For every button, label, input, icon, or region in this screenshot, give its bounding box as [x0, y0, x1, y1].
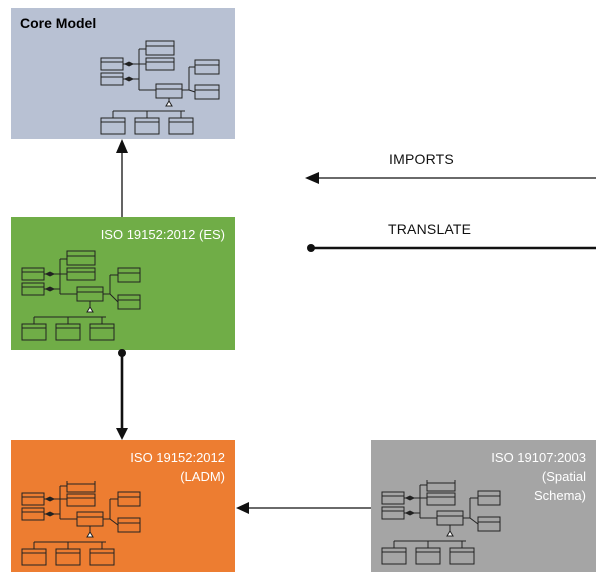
uml-class-diagram-icon	[21, 481, 141, 566]
uml-class-diagram-icon	[100, 40, 220, 135]
spatial-title: ISO 19107:2003 (Spatial Schema)	[491, 450, 586, 503]
legend-translate-label: TRANSLATE	[388, 221, 472, 237]
spatial-to-ladm-imports-arrow	[236, 502, 371, 514]
es-to-ladm-translate-arrow	[116, 349, 128, 440]
core-model-box: Core Model	[11, 8, 235, 139]
es-to-core-imports-arrow	[116, 139, 128, 217]
legend-translate-arrow	[307, 244, 596, 252]
ladm-title: ISO 19152:2012 (LADM)	[130, 450, 225, 484]
uml-class-diagram-icon	[21, 250, 141, 341]
iso-19152-es-box: ISO 19152:2012 (ES)	[11, 217, 235, 350]
iso-19107-spatial-schema-box: ISO 19107:2003 (Spatial Schema)	[371, 440, 596, 572]
core-model-title: Core Model	[20, 15, 97, 31]
legend-imports-label: IMPORTS	[389, 151, 454, 167]
iso-19152-ladm-box: ISO 19152:2012 (LADM)	[11, 440, 235, 572]
es-title: ISO 19152:2012 (ES)	[100, 227, 225, 242]
legend-imports-arrow	[305, 172, 596, 184]
uml-class-diagram-icon	[381, 480, 501, 565]
